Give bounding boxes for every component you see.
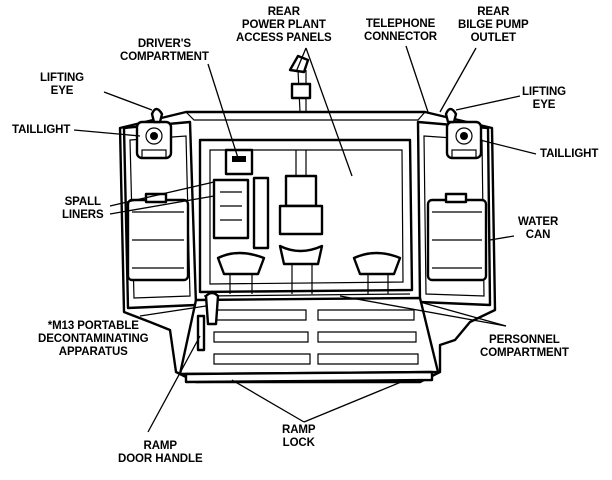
label-lifting-eye-left: LIFTING EYE bbox=[40, 72, 85, 97]
label-personnel-compartment: PERSONNEL COMPARTMENT bbox=[480, 334, 569, 359]
label-rear-bilge-pump-outlet: REAR BILGE PUMP OUTLET bbox=[458, 6, 529, 44]
label-lifting-eye-right: LIFTING EYE bbox=[522, 86, 567, 111]
driver-equipment bbox=[212, 148, 270, 250]
label-ramp-door-handle: RAMP DOOR HANDLE bbox=[118, 440, 203, 465]
label-spall-liners: SPALL LINERS bbox=[62, 196, 104, 221]
leader-lines bbox=[73, 45, 537, 433]
label-m13-decontaminating-apparatus: *M13 PORTABLE DECONTAMINATING APPARATUS bbox=[38, 320, 149, 358]
left-lifting-eye bbox=[150, 107, 164, 124]
right-taillight bbox=[445, 120, 483, 160]
label-water-can: WATER CAN bbox=[518, 216, 559, 241]
label-ramp-lock: RAMP LOCK bbox=[282, 424, 316, 449]
label-drivers-compartment: DRIVER'S COMPARTMENT bbox=[120, 38, 209, 63]
left-water-can bbox=[126, 192, 190, 282]
center-seat-assembly bbox=[278, 150, 324, 294]
right-water-can bbox=[426, 192, 488, 282]
left-seat bbox=[216, 251, 266, 276]
label-rear-power-plant-access-panels: REAR POWER PLANT ACCESS PANELS bbox=[236, 6, 332, 44]
ramp-door-handle bbox=[196, 314, 206, 352]
left-taillight bbox=[135, 120, 173, 160]
label-telephone-connector: TELEPHONE CONNECTOR bbox=[364, 18, 438, 43]
right-seat bbox=[352, 251, 402, 276]
antenna-mast bbox=[288, 54, 312, 113]
m13-apparatus bbox=[204, 291, 220, 326]
label-taillight-left: TAILLIGHT bbox=[12, 124, 71, 136]
right-lifting-eye bbox=[444, 107, 458, 124]
label-taillight-right: TAILLIGHT bbox=[540, 148, 599, 160]
rear-ramp bbox=[178, 296, 440, 384]
